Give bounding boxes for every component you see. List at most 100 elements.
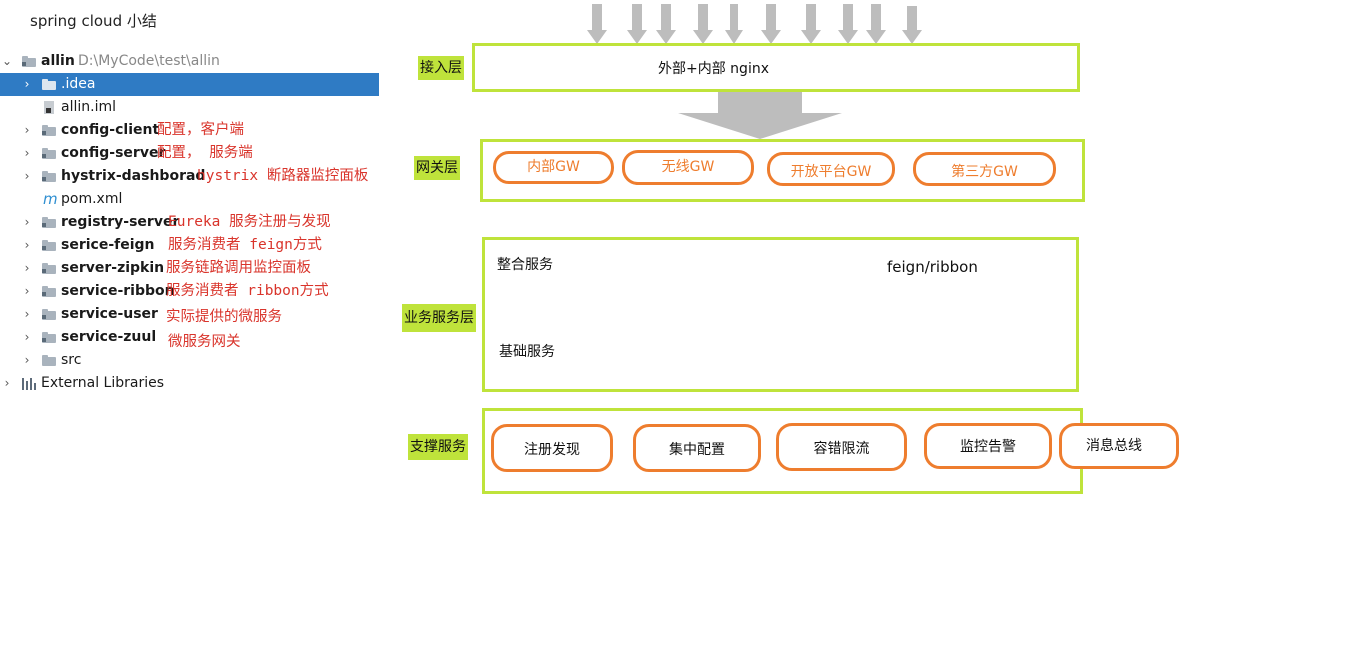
chevron-right-icon[interactable]: ›	[4, 376, 10, 390]
module-folder-icon	[42, 240, 56, 251]
module-folder-icon	[22, 56, 36, 67]
down-arrow-icon	[693, 4, 713, 44]
access-layer-box	[472, 43, 1080, 92]
tree-item-label: src	[61, 352, 82, 368]
support-message-bus: 消息总线	[1059, 423, 1179, 469]
module-folder-icon	[42, 309, 56, 320]
chevron-right-icon[interactable]: ›	[24, 215, 30, 229]
protocol-label: feign/ribbon	[887, 258, 978, 276]
module-folder-icon	[42, 125, 56, 136]
tree-item-label: server-zipkin	[61, 260, 165, 276]
down-arrow-icon	[627, 4, 647, 44]
tree-root-path: D:\MyCode\test\allin	[78, 53, 220, 69]
iml-file-icon	[44, 101, 54, 114]
tree-item-note: hystrix 断路器监控面板	[197, 168, 369, 184]
support-registry: 注册发现	[491, 424, 613, 472]
chevron-right-icon[interactable]: ›	[24, 123, 30, 137]
tree-item-config-server[interactable]: › config-server 配置， 服务端	[0, 142, 379, 165]
tree-item-note: 服务链路调用监控面板	[166, 260, 311, 276]
tree-item-pom-xml[interactable]: m pom.xml	[0, 188, 379, 211]
module-folder-icon	[42, 332, 56, 343]
tree-item-config-client[interactable]: › config-client 配置，客户端	[0, 119, 379, 142]
down-arrow-icon	[656, 4, 676, 44]
folder-icon	[42, 355, 56, 366]
tree-item-service-ribbon[interactable]: › service-ribbon 服务消费者 ribbon方式	[0, 280, 379, 303]
folder-icon	[42, 79, 56, 90]
tree-item-note: Eureka 服务注册与发现	[168, 214, 331, 230]
support-config: 集中配置	[633, 424, 761, 472]
gateway-wireless: 无线GW	[622, 150, 754, 185]
libraries-icon	[22, 378, 38, 390]
tree-item-label: config-client	[61, 122, 160, 138]
tree-item-note: 配置， 服务端	[157, 145, 253, 161]
tree-item-note: 微服务网关	[168, 334, 241, 350]
gateway-layer-label: 网关层	[414, 156, 460, 180]
module-folder-icon	[42, 148, 56, 159]
chevron-down-icon[interactable]: ⌄	[1, 54, 13, 68]
page-title: spring cloud 小结	[30, 12, 157, 30]
tree-item-note: 服务消费者 feign方式	[168, 237, 322, 253]
tree-item-hystrix-dashborad[interactable]: › hystrix-dashborad hystrix 断路器监控面板	[0, 165, 379, 188]
down-arrow-icon	[902, 6, 922, 44]
composite-service-label: 整合服务	[497, 257, 553, 273]
access-layer-content: 外部+内部 nginx	[658, 61, 769, 77]
gateway-third-party: 第三方GW	[913, 152, 1056, 186]
tree-item-external-libraries[interactable]: › External Libraries	[0, 372, 379, 395]
chevron-right-icon[interactable]: ›	[24, 307, 30, 321]
tree-item-service-zuul[interactable]: › service-zuul 微服务网关	[0, 326, 379, 350]
tree-root-name: allin	[41, 53, 75, 69]
tree-item-idea[interactable]: › .idea	[0, 73, 379, 96]
tree-item-label: serice-feign	[61, 237, 155, 253]
tree-item-label: allin.iml	[61, 99, 116, 115]
big-down-arrow-icon	[678, 90, 842, 139]
basic-service-label: 基础服务	[499, 344, 555, 360]
tree-item-registry-server[interactable]: › registry-server Eureka 服务注册与发现	[0, 211, 379, 234]
module-folder-icon	[42, 263, 56, 274]
chevron-right-icon[interactable]: ›	[24, 146, 30, 160]
down-arrow-icon	[801, 4, 821, 44]
tree-item-label: .idea	[61, 76, 96, 92]
tree-item-label: config-server	[61, 145, 166, 161]
module-folder-icon	[42, 171, 56, 182]
down-arrow-icon	[761, 4, 781, 44]
tree-item-label: External Libraries	[41, 375, 164, 391]
tree-item-src[interactable]: › src	[0, 349, 379, 372]
down-arrow-icon	[725, 4, 743, 44]
tree-item-label: registry-server	[61, 214, 180, 230]
chevron-right-icon[interactable]: ›	[24, 353, 30, 367]
gateway-internal: 内部GW	[493, 151, 614, 184]
tree-item-note: 服务消费者 ribbon方式	[166, 283, 329, 299]
chevron-right-icon[interactable]: ›	[24, 330, 30, 344]
down-arrow-icon	[587, 4, 607, 44]
tree-item-serice-feign[interactable]: › serice-feign 服务消费者 feign方式	[0, 234, 379, 257]
access-layer-label: 接入层	[418, 56, 464, 80]
business-layer-label: 业务服务层	[402, 304, 476, 332]
tree-item-label: service-user	[61, 306, 158, 322]
tree-item-label: service-zuul	[61, 329, 157, 345]
tree-item-label: service-ribbon	[61, 283, 175, 299]
support-layer-label: 支撑服务	[408, 434, 468, 460]
chevron-right-icon[interactable]: ›	[24, 238, 30, 252]
down-arrow-icon	[838, 4, 858, 44]
tree-item-label: pom.xml	[61, 191, 123, 207]
support-monitoring: 监控告警	[924, 423, 1052, 469]
module-folder-icon	[42, 286, 56, 297]
business-layer-box	[482, 237, 1079, 392]
down-arrow-icon	[866, 4, 886, 44]
tree-item-note: 配置，客户端	[157, 122, 244, 138]
tree-item-server-zipkin[interactable]: › server-zipkin 服务链路调用监控面板	[0, 257, 379, 280]
tree-item-label: hystrix-dashborad	[61, 168, 206, 184]
module-folder-icon	[42, 217, 56, 228]
chevron-right-icon[interactable]: ›	[24, 77, 30, 91]
chevron-right-icon[interactable]: ›	[24, 261, 30, 275]
tree-item-allin-iml[interactable]: allin.iml	[0, 96, 379, 119]
tree-item-service-user[interactable]: › service-user 实际提供的微服务	[0, 303, 379, 326]
support-fault-tolerance: 容错限流	[776, 423, 907, 471]
gateway-open-platform: 开放平台GW	[767, 152, 895, 186]
incoming-request-arrows	[587, 4, 922, 44]
chevron-right-icon[interactable]: ›	[24, 169, 30, 183]
chevron-right-icon[interactable]: ›	[24, 284, 30, 298]
maven-file-icon: m	[43, 190, 58, 208]
tree-root[interactable]: ⌄ allin D:\MyCode\test\allin	[0, 50, 379, 73]
tree-item-note: 实际提供的微服务	[166, 309, 282, 325]
